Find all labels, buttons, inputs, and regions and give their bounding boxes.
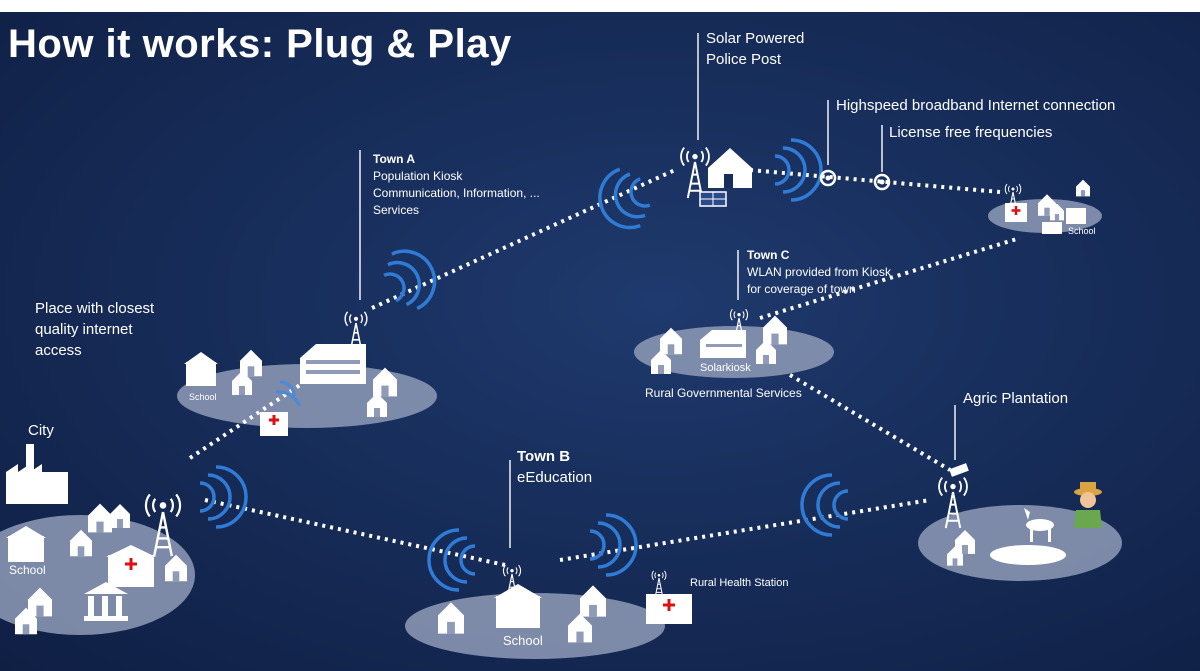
town-b-label: Town B eEducation bbox=[517, 448, 593, 486]
solar-panel-icon bbox=[699, 191, 727, 207]
frequency-node-icon bbox=[873, 173, 891, 191]
town-c-label: Town C WLAN provided from Kiosk for cove… bbox=[747, 248, 892, 296]
solar-police-label: Solar Powered Police Post bbox=[706, 30, 805, 68]
license-free-label: License free frequencies bbox=[889, 124, 1053, 141]
town-a-label: Town A Population Kiosk Communication, I… bbox=[373, 152, 540, 217]
page-title: How it works: Plug & Play bbox=[8, 22, 512, 66]
town-a-school-label: School bbox=[189, 392, 217, 402]
goat-icon bbox=[1024, 508, 1054, 542]
broadband-label: Highspeed broadband Internet connection bbox=[836, 97, 1116, 114]
remote-school-label: School bbox=[1068, 226, 1096, 236]
top-white-bar bbox=[0, 0, 1200, 12]
closest-internet-label: Place with closest quality internet acce… bbox=[35, 300, 155, 359]
agric-icons bbox=[938, 463, 1102, 566]
remote-village-icons bbox=[1004, 179, 1090, 234]
city-school-label: School bbox=[9, 563, 46, 577]
city-label: City bbox=[28, 422, 54, 439]
pointer-lines bbox=[359, 33, 956, 548]
town-b-school-icon bbox=[496, 596, 540, 628]
factory-icon bbox=[6, 444, 68, 504]
broadband-node-icon bbox=[819, 169, 837, 187]
town-b-icons bbox=[438, 564, 692, 643]
city-icons bbox=[6, 444, 187, 635]
town-b-school-label: School bbox=[503, 633, 543, 648]
kiosk-wifi-icon bbox=[275, 380, 302, 407]
agric-label: Agric Plantation bbox=[963, 390, 1069, 407]
bank-icon bbox=[84, 582, 128, 621]
camera-icon bbox=[949, 463, 969, 477]
farmer-icon bbox=[1074, 482, 1102, 528]
town-c-icons bbox=[651, 308, 787, 374]
solarkiosk-label: Solarkiosk bbox=[700, 362, 751, 374]
kiosk-icon bbox=[300, 344, 366, 384]
police-post-icon bbox=[680, 146, 752, 207]
city-school-icon bbox=[8, 536, 44, 562]
school-icon bbox=[186, 362, 216, 386]
agric-ground bbox=[918, 505, 1122, 581]
connection-links bbox=[188, 168, 1021, 567]
town-a-icons bbox=[184, 311, 397, 436]
rural-gov-label: Rural Governmental Services bbox=[645, 386, 802, 400]
health-station-label: Rural Health Station bbox=[690, 577, 789, 589]
